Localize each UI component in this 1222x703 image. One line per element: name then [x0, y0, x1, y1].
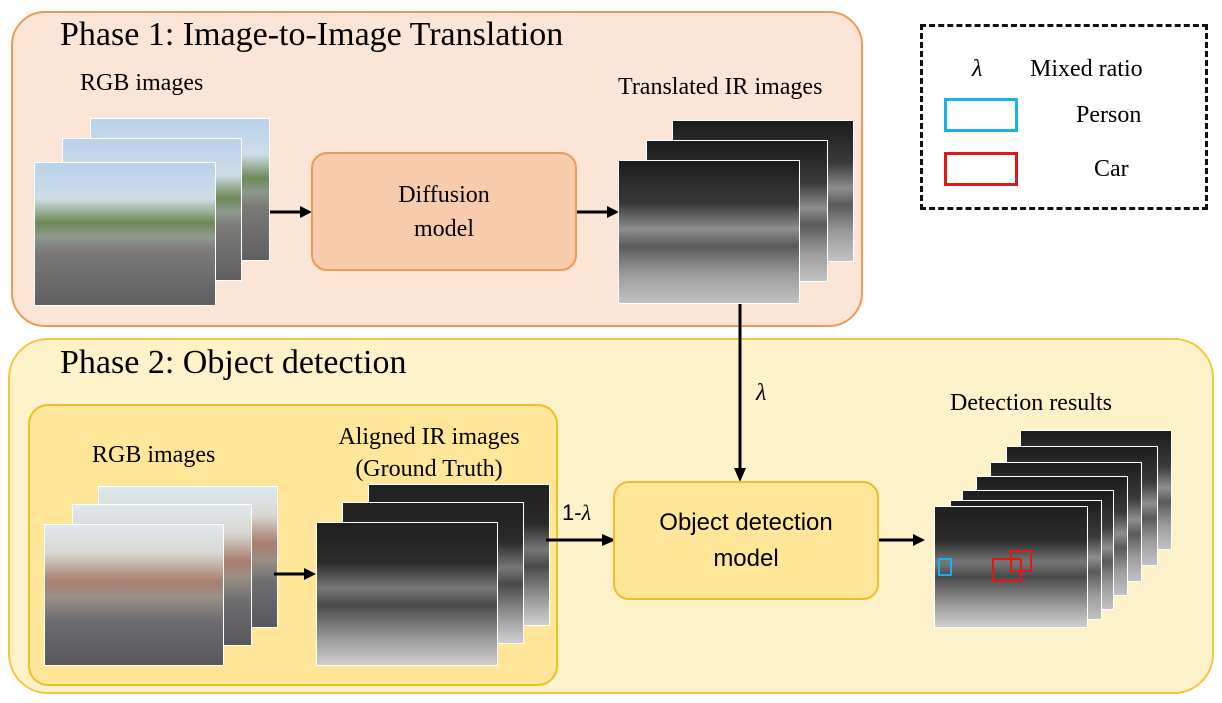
- translated-ir-label: Translated IR images: [618, 74, 823, 100]
- phase1-rgb-label: RGB images: [80, 70, 204, 96]
- detection-results-label: Detection results: [950, 390, 1112, 416]
- arrow-detector-to-results: [879, 534, 925, 546]
- legend: [920, 24, 1208, 210]
- legend-mixed-ratio-label: Mixed ratio: [1030, 56, 1143, 82]
- object-detection-model-box: Object detection model: [613, 481, 879, 600]
- arrow-lambda-down: [734, 304, 746, 482]
- diffusion-model-line1: Diffusion: [398, 181, 490, 208]
- phase2-rgb-label: RGB images: [92, 442, 216, 468]
- arrow-rgb-to-aligned-ir: [274, 568, 316, 580]
- detector-model-line1: Object detection: [659, 508, 833, 536]
- diffusion-model-box: Diffusion model: [311, 152, 577, 271]
- arrow-diffusion-to-translated: [577, 206, 619, 218]
- lambda-arrow-label: λ: [756, 380, 767, 406]
- diffusion-model-line2: model: [414, 215, 474, 242]
- car-detection-box: [1010, 550, 1032, 572]
- arrow-one-minus-lambda: [546, 534, 616, 546]
- legend-car-label: Car: [1094, 156, 1129, 182]
- one-minus-symbol: λ: [581, 500, 592, 525]
- legend-person-label: Person: [1076, 102, 1142, 128]
- phase1-title: Phase 1: Image-to-Image Translation: [60, 16, 564, 53]
- aligned-ir-label-line1: Aligned IR images: [338, 424, 520, 450]
- ir-image: [618, 160, 800, 304]
- rgb-image: [34, 162, 216, 306]
- one-minus-prefix: 1-: [562, 500, 582, 525]
- arrow-rgb-to-diffusion: [270, 206, 312, 218]
- legend-lambda-symbol: λ: [972, 56, 983, 82]
- aligned-ir-label-line2: (Ground Truth): [355, 456, 503, 482]
- rgb-image: [44, 524, 224, 666]
- legend-person-swatch: [944, 98, 1018, 132]
- one-minus-lambda-label: 1-λ: [562, 500, 591, 526]
- phase2-title: Phase 2: Object detection: [60, 344, 407, 381]
- ir-image: [316, 522, 498, 666]
- legend-car-swatch: [944, 152, 1018, 186]
- person-detection-box: [938, 558, 952, 576]
- detector-model-line2: model: [713, 544, 779, 572]
